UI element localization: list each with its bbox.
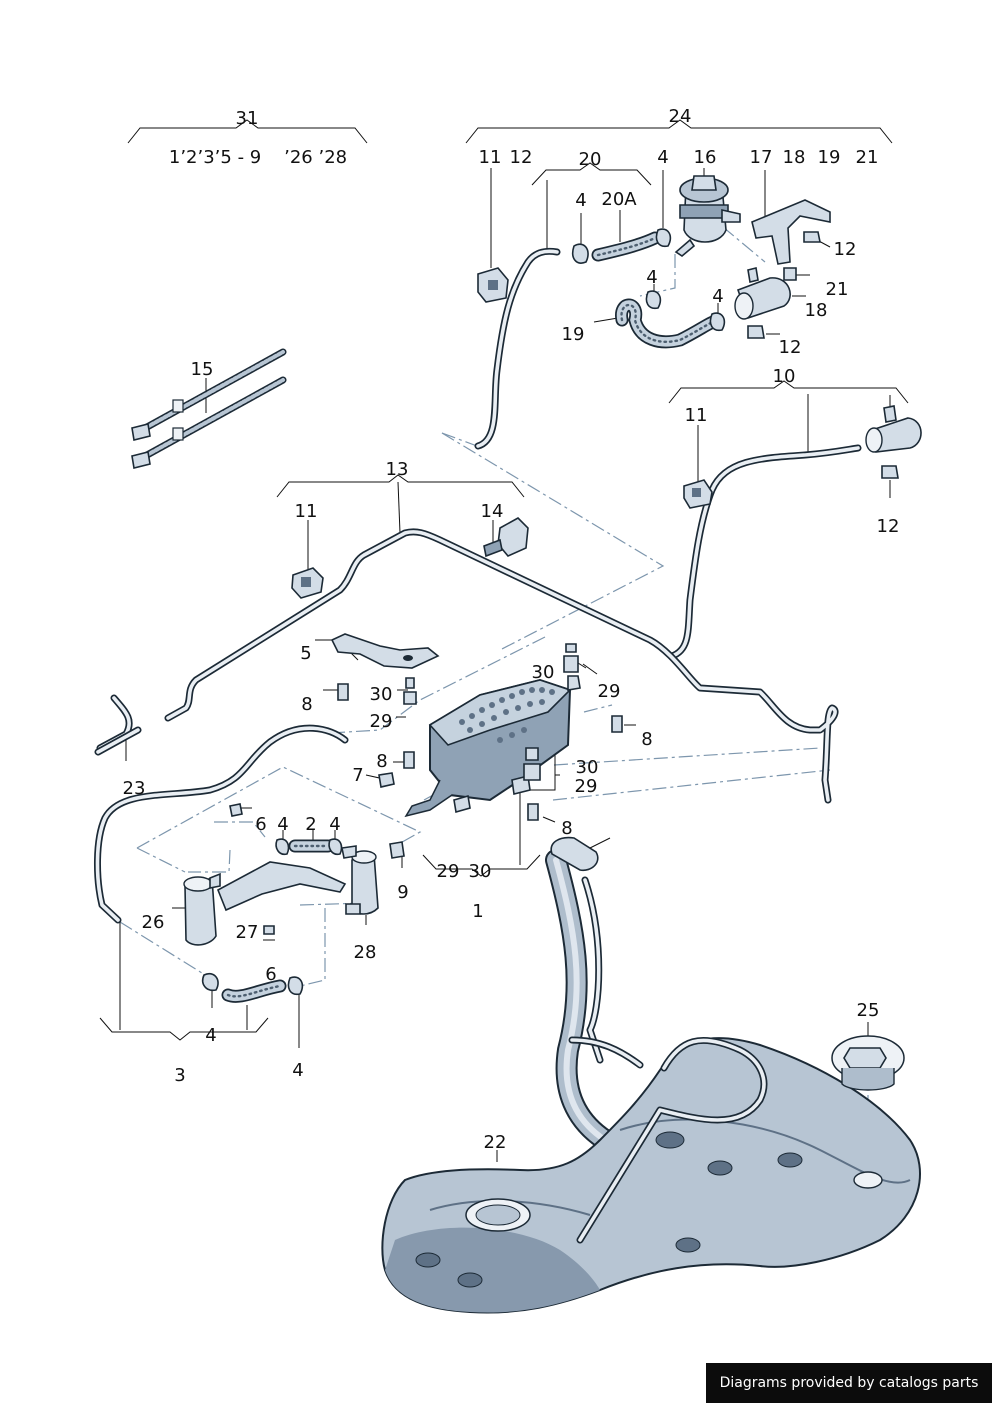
part-labels: 31 1’2’3’5 - 9 ’26 ’28 24 11 12 20 4 16 … [123,106,900,1153]
label-2: 2 [305,814,316,835]
label-18b: 18 [805,300,828,321]
vent-pipe-13 [164,528,839,804]
group-bracket-1 [422,854,541,877]
vent-pipe-23 [94,694,142,756]
hose-clamps-15 [131,348,287,469]
label-7: 7 [352,765,363,786]
bolt-21 [783,267,797,281]
label-6a: 6 [255,814,266,835]
nuts-12 [747,231,899,479]
label-12a: 12 [510,147,533,168]
label-15: 15 [191,359,214,380]
label-16: 16 [694,147,717,168]
label-20: 20 [579,149,602,170]
group-bracket-31 [127,119,368,144]
holder-11-left [291,567,324,599]
label-4f: 4 [329,814,340,835]
label-12c: 12 [779,337,802,358]
label-8b: 8 [641,729,652,750]
group-bracket-24 [465,119,893,144]
label-12b: 12 [834,239,857,260]
label-12d: 12 [877,516,900,537]
bracket-17 [751,199,831,265]
label-20A: 20A [601,189,637,210]
valve-28 [341,845,379,915]
label-31-sub: 1’2’3’5 - 9 ’26 ’28 [169,147,347,168]
label-24: 24 [669,106,692,127]
holder-11-right [683,479,713,509]
label-29b: 29 [598,681,621,702]
fasteners [229,643,623,935]
bracket-27 [216,861,347,912]
vent-pipe-10 [668,444,862,660]
label-19a: 19 [818,147,841,168]
label-30a: 30 [370,684,393,705]
label-4c: 4 [646,267,657,288]
label-13: 13 [386,459,409,480]
label-10: 10 [773,366,796,387]
label-9: 9 [397,882,408,903]
group-bracket-3 [99,1017,269,1041]
group-bracket-20 [531,162,652,186]
label-4d: 4 [712,286,723,307]
label-8a: 8 [301,694,312,715]
hose-19 [615,298,725,349]
label-30d: 30 [469,861,492,882]
label-4h: 4 [292,1060,303,1081]
label-31: 31 [236,108,259,129]
fuel-tank-22 [381,1036,921,1314]
valve-16 [674,175,741,257]
label-8c: 8 [376,751,387,772]
hose-6 [221,979,287,1003]
label-21a: 21 [856,147,879,168]
label-26: 26 [142,912,165,933]
label-29d: 29 [437,861,460,882]
label-1: 1 [472,901,483,922]
filter-18 [734,267,791,320]
bracket-5 [330,633,440,669]
label-30c: 30 [576,757,599,778]
hose-20 [591,231,662,262]
label-5: 5 [300,643,311,664]
label-4g: 4 [205,1025,216,1046]
group-bracket-10 [668,380,909,404]
label-25: 25 [857,1000,880,1021]
label-11a: 11 [479,147,502,168]
label-29c: 29 [575,776,598,797]
label-6b: 6 [265,964,276,985]
valve-26 [183,872,221,946]
footer-credit: Diagrams provided by catalogs parts [706,1363,992,1403]
vent-hose-3 [94,724,349,924]
charcoal-canister-1 [404,675,581,818]
sender-cover-25 [831,1035,905,1091]
label-11c: 11 [295,501,318,522]
label-23: 23 [123,778,146,799]
label-3: 3 [174,1065,185,1086]
label-4e: 4 [277,814,288,835]
label-21b: 21 [826,279,849,300]
label-4b: 4 [575,190,586,211]
label-29a: 29 [370,711,393,732]
label-22: 22 [484,1132,507,1153]
label-27: 27 [236,922,259,943]
label-8d: 8 [561,818,572,839]
clamps-4 [201,228,726,996]
holder-11-top [477,267,509,303]
filler-pipe-22 [545,836,616,1151]
label-11b: 11 [685,405,708,426]
valve-10 [865,405,922,453]
vent-pipe-11-upper [474,247,561,450]
label-14: 14 [481,501,504,522]
label-4a: 4 [657,147,668,168]
label-18a: 18 [783,147,806,168]
label-30b: 30 [532,662,555,683]
label-17: 17 [750,147,773,168]
connector-14 [483,517,529,558]
label-19b: 19 [562,324,585,345]
label-28: 28 [354,942,377,963]
group-bracket-13 [276,474,525,498]
